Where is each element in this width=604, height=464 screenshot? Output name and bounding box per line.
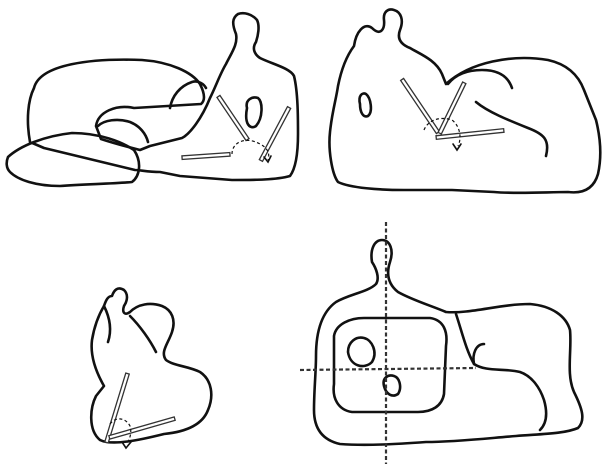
panel-bottom-left xyxy=(91,288,211,448)
right-lobe-notch xyxy=(473,344,484,364)
inner-torso-contour xyxy=(448,70,512,88)
rotation-bar-base xyxy=(182,153,230,160)
rotation-bar-left xyxy=(401,78,440,133)
right-lobe-contour xyxy=(456,314,546,430)
rotation-bar-right xyxy=(259,107,290,162)
folded-figure-outline xyxy=(91,288,211,442)
rotation-bar-right xyxy=(438,82,466,134)
left-bulge-outline xyxy=(7,133,139,186)
horizontal-rotation-axis xyxy=(300,368,476,370)
figure-hole-upper xyxy=(348,338,374,366)
rotation-arrowhead xyxy=(453,144,461,150)
inner-shoulder-contour xyxy=(104,306,110,342)
outer-frame-contour xyxy=(334,318,447,412)
rotation-bar-base xyxy=(109,417,175,439)
panel-bottom-right xyxy=(300,222,582,464)
figure-hole xyxy=(359,93,370,116)
inner-bend-contour xyxy=(130,316,156,352)
rotation-bar-base xyxy=(436,129,504,140)
inner-limb-contour xyxy=(476,102,547,156)
upright-figure-outline xyxy=(314,240,582,445)
figure-hole xyxy=(246,97,261,127)
panel-top-right xyxy=(329,9,600,192)
panel-top-left xyxy=(7,13,298,186)
rotation-bar-left xyxy=(217,95,249,140)
